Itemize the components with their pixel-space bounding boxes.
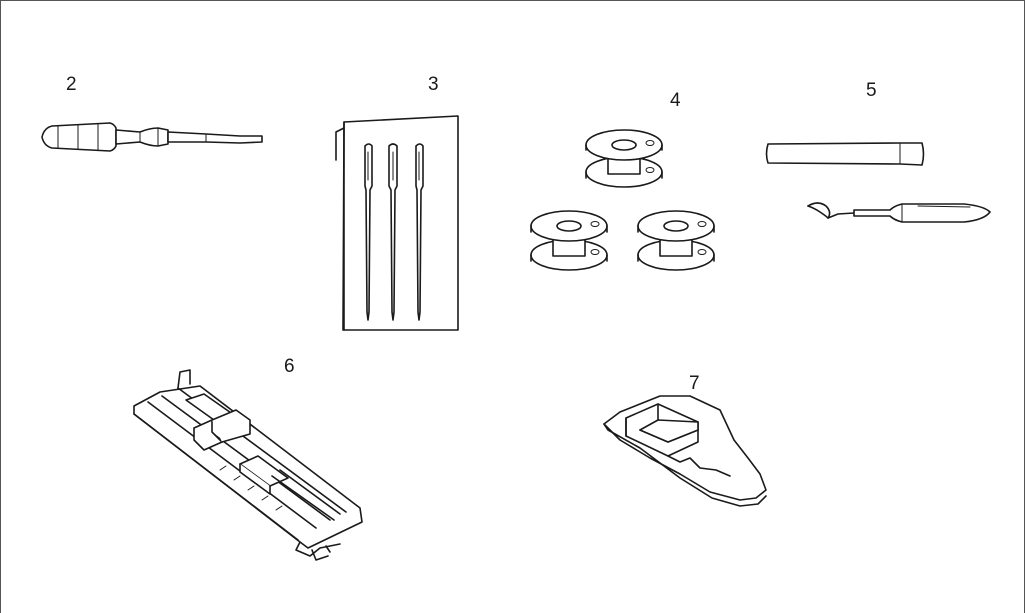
label-seam-ripper: 5 — [866, 80, 877, 101]
label-zipper-foot: 7 — [689, 373, 700, 394]
bobbin-top-icon — [585, 129, 663, 188]
needle-pack-icon — [335, 115, 459, 331]
label-bobbins: 4 — [670, 90, 681, 111]
label-screwdriver: 2 — [66, 74, 77, 95]
screwdriver-icon — [41, 122, 263, 152]
seam-ripper-icon — [807, 202, 991, 223]
zipper-foot-icon — [603, 395, 767, 507]
bobbin-right-icon — [637, 210, 715, 271]
label-buttonhole-foot: 6 — [284, 356, 295, 377]
label-needles: 3 — [428, 74, 439, 95]
seam-ripper-cap-icon — [765, 142, 925, 166]
buttonhole-foot-icon — [133, 369, 363, 561]
bobbin-left-icon — [530, 210, 608, 271]
